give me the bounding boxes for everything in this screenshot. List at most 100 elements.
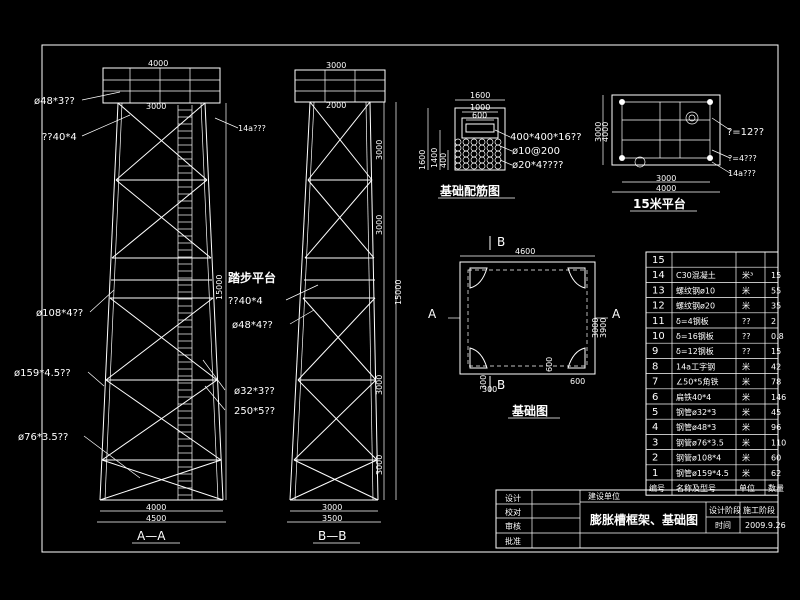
rebar-callout-3: ø20*4???? <box>512 160 563 171</box>
parts-row-no: 2 <box>652 453 658 464</box>
parts-header-3: 数量 <box>768 483 784 493</box>
top-platform-bb <box>294 69 386 103</box>
platform-15m: 3000 4000 3000 4000 ?=12?? ?=4??? 14a???… <box>594 94 764 212</box>
parts-row-unit: 米 <box>742 468 750 478</box>
parts-row-no: 14 <box>652 270 665 281</box>
parts-row-unit: 米 <box>742 285 750 295</box>
parts-row-name: 扁铁40*4 <box>676 392 711 402</box>
ladder-aa <box>177 105 193 500</box>
p15-dim-3: 3000 <box>656 174 676 183</box>
aa-bottom-inner: 4000 <box>146 503 166 512</box>
parts-row-unit: 米 <box>742 453 750 463</box>
parts-row-no: 11 <box>652 316 665 327</box>
tb-date: 2009.9.26 <box>745 521 786 530</box>
aa-callout-1: ø48*3?? <box>34 96 75 107</box>
parts-row-qty: 96 <box>771 423 781 432</box>
parts-row-qty: 78 <box>771 378 781 387</box>
bb-seg-3: 3000 <box>375 375 384 395</box>
foundation-plan: 4600 300 600 3000 3900 300 600 B B A A 基… <box>428 235 621 419</box>
rebar-side-dim-1: 1600 <box>418 150 427 170</box>
parts-header-1: 名称及型号 <box>676 483 716 493</box>
parts-row-name: 钢管ø76*3.5 <box>676 437 724 447</box>
p15-callout-2: ?=4??? <box>728 154 757 163</box>
aa-platform-label: 踏步平台 <box>228 270 276 285</box>
parts-row-no: 7 <box>652 377 658 388</box>
bb-callout-4: 250*5?? <box>234 406 275 417</box>
parts-row-name: δ=16钢板 <box>676 331 714 341</box>
parts-row-unit: ?? <box>742 332 751 341</box>
p15-dim-1: 3000 <box>594 122 603 142</box>
fp-dim-6: 300 <box>479 375 488 390</box>
title-block: 设计 校对 审核 批准 建设单位 膨胀槽框架、基础图 设计阶段 施工阶段 时间 … <box>495 489 786 549</box>
parts-row-no: 1 <box>652 468 658 479</box>
rebar-callout-1: 400*400*16?? <box>510 132 582 143</box>
parts-row-unit: 米 <box>742 422 750 432</box>
parts-row-no: 9 <box>652 346 658 357</box>
parts-row-qty: 42 <box>771 362 781 371</box>
parts-row-name: 钢管ø48*3 <box>676 422 716 432</box>
bb-bottom-outer: 3500 <box>322 514 342 523</box>
bb-bottom-inner: 3000 <box>322 503 342 512</box>
bb-height: 15000 <box>394 280 403 305</box>
parts-header-0: 编号 <box>649 483 665 493</box>
elevation-aa: 4000 3000 4000 4500 A—A ø48*3?? ??40*4 ø… <box>14 59 276 544</box>
parts-row-unit: 米 <box>742 361 750 371</box>
parts-row-no: 4 <box>652 422 658 433</box>
bb-inner-top-width: 2000 <box>326 101 346 110</box>
bb-top-width: 3000 <box>326 61 346 70</box>
fp-title: 基础图 <box>511 403 548 418</box>
parts-row-unit: 米 <box>742 437 750 447</box>
parts-row-name: δ=4钢板 <box>676 316 709 326</box>
p15-dim-2: 4000 <box>601 122 610 142</box>
p15-title: 15米平台 <box>633 196 686 211</box>
tb-time-label: 时间 <box>715 520 731 530</box>
bb-callout-1: ??40*4 <box>228 296 263 307</box>
parts-row-name: ∠50*5角铁 <box>676 377 718 387</box>
parts-row-qty: 110 <box>771 438 786 447</box>
fp-mark-a-right: A <box>612 307 621 321</box>
tb-check: 校对 <box>505 507 521 517</box>
bb-title: B—B <box>318 529 346 543</box>
top-platform-aa <box>102 67 221 104</box>
fp-dim-1: 4600 <box>515 247 535 256</box>
aa-right-callout: 14a??? <box>238 124 266 133</box>
parts-row-name: 钢管ø32*3 <box>676 407 716 417</box>
aa-bottom-outer: 4500 <box>146 514 166 523</box>
parts-row-unit: 米 <box>742 392 750 402</box>
elevation-bb: 3000 2000 3000 3500 B—B 3000 3000 3000 3… <box>202 61 403 544</box>
p15-callout-1: ?=12?? <box>727 127 764 138</box>
parts-row-no: 8 <box>652 361 658 372</box>
parts-row-no: 12 <box>652 301 665 312</box>
rebar-side-dim-2: 1400 <box>430 148 439 168</box>
parts-row-qty: 15 <box>771 271 781 280</box>
tb-design: 设计 <box>505 493 521 503</box>
parts-row-qty: 45 <box>771 408 781 417</box>
aa-callout-4: ø159*4.5?? <box>14 368 71 379</box>
bb-callout-3: ø32*3?? <box>234 386 275 397</box>
tb-unit-label: 建设单位 <box>588 491 620 501</box>
rebar-title: 基础配筋图 <box>439 183 500 198</box>
bb-seg-2: 3000 <box>375 215 384 235</box>
rebar-top-dim-3: 600 <box>472 111 487 120</box>
parts-row-no: 3 <box>652 437 658 448</box>
aa-title: A—A <box>137 529 166 543</box>
fp-mark-b-bottom: B <box>497 378 505 392</box>
parts-row-no: 10 <box>652 331 665 342</box>
rebar-top-dim-1: 1600 <box>470 91 490 100</box>
parts-row-name: C30混凝土 <box>676 270 716 280</box>
parts-row-qty: 2 <box>771 317 776 326</box>
parts-row-qty: 146 <box>771 393 786 402</box>
parts-row-qty: 55 <box>771 286 781 295</box>
bb-callout-2: ø48*4?? <box>232 320 273 331</box>
parts-row-unit: 米 <box>742 301 750 311</box>
fp-dim-7: 600 <box>570 377 585 386</box>
aa-callout-3: ø108*4?? <box>36 308 83 319</box>
p15-callout-3: 14a??? <box>728 169 756 178</box>
bb-seg-1: 3000 <box>375 140 384 160</box>
aa-top-width: 4000 <box>148 59 168 68</box>
rebar-callout-2: ø10@200 <box>512 146 560 157</box>
rebar-side-dim-3: 400 <box>439 153 448 168</box>
parts-row-unit: 米 <box>742 407 750 417</box>
parts-row-name: 钢管ø159*4.5 <box>676 468 729 478</box>
